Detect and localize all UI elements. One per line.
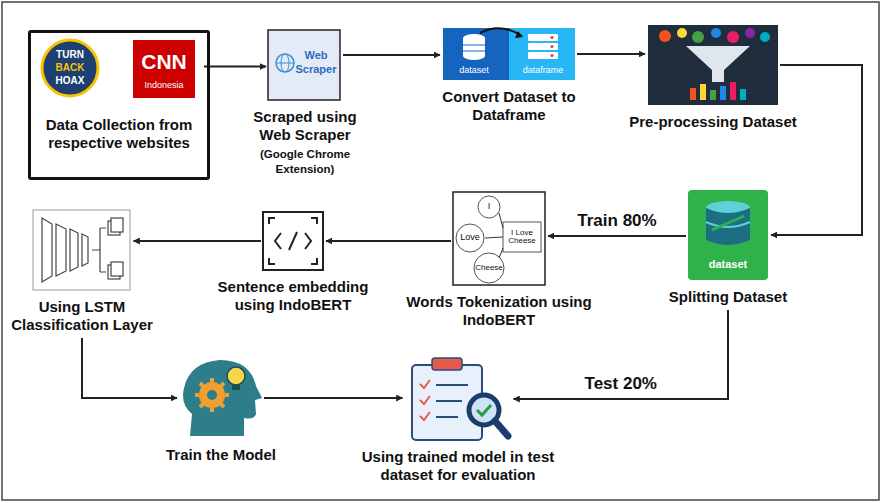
icon-slot [263,212,323,270]
clipboard-icon [412,358,508,440]
flow-arrow [134,240,262,242]
icon-text: BACK [56,63,85,74]
icon-text: I [488,202,491,211]
dataset-dataframe-icon [443,28,575,80]
process-step: Using trained model in test dataset for … [356,358,561,484]
split-label: Test 20% [582,374,660,394]
icon-text: Indonesia [144,81,183,90]
hoax-logo [42,40,98,96]
icon-slot [36,33,202,110]
icon-text: CNN [141,51,187,73]
split-label: Train 80% [574,211,659,231]
icon-text: HOAX [56,76,85,87]
icon-slot [648,25,778,105]
step-caption: Data Collection from respective websites [36,116,202,152]
icon-slot [453,192,545,285]
icon-text: Love [460,233,480,242]
process-step: Train the Model [151,358,291,464]
flow-arrow [204,66,266,68]
icon-slot [180,358,262,438]
process-step: Convert Dataset to Dataframe [427,28,592,124]
process-step: Words Tokenization using IndoBERT [402,192,597,329]
icon-slot [443,28,575,80]
step-caption: Splitting Dataset [653,288,803,306]
step-caption: Using trained model in test dataset for … [356,448,561,484]
icon-text: Scraper [296,64,337,76]
step-caption: Convert Dataset to Dataframe [427,88,592,124]
icon-slot [688,190,768,280]
flow-arrow [264,397,403,399]
icon-text: dataset [709,259,748,271]
icon-text: dataset [459,66,489,75]
split-dataset-icon [688,190,768,280]
step-caption: Train the Model [151,446,291,464]
cnn-logo [133,40,195,98]
source-box: Data Collection from respective websites [28,30,210,180]
step-note: (Google Chrome Extension) [240,147,370,177]
flow-arrow [82,338,177,398]
icon-slot [406,358,511,440]
flow-arrow [514,310,729,399]
icon-text: I Love Cheese [505,229,539,246]
tokenization-icon [453,192,545,285]
process-step: Using LSTM Classification Layer [7,210,157,334]
step-caption: Using LSTM Classification Layer [7,298,157,334]
flow-arrow [577,53,645,55]
process-step: Splitting Dataset [653,190,803,306]
web-scraper-icon [268,30,340,100]
funnel-icon [648,25,778,105]
icon-text: TURN [56,50,84,61]
lstm-icon [33,210,130,290]
process-step: Sentence embedding using IndoBERT [213,212,373,314]
flow-arrow [771,65,862,235]
process-step: Pre-processing Dataset [618,25,808,131]
icon-text: Web [304,50,327,62]
step-caption: Pre-processing Dataset [618,113,808,131]
icon-slot [34,210,131,290]
flow-arrow [326,240,451,242]
step-caption: Words Tokenization using IndoBERT [402,293,597,329]
icon-slot [269,30,341,100]
process-step: Scraped using Web Scraper(Google Chrome … [240,30,370,177]
code-icon [263,212,323,270]
step-caption: Scraped using Web Scraper [240,108,370,144]
step-caption: Sentence embedding using IndoBERT [213,278,373,314]
icon-text: dataframe [523,66,564,75]
flow-arrow [343,54,440,56]
head-gear-icon [183,360,262,436]
flow-arrow [548,235,686,237]
icon-text: Cheese [475,264,503,272]
